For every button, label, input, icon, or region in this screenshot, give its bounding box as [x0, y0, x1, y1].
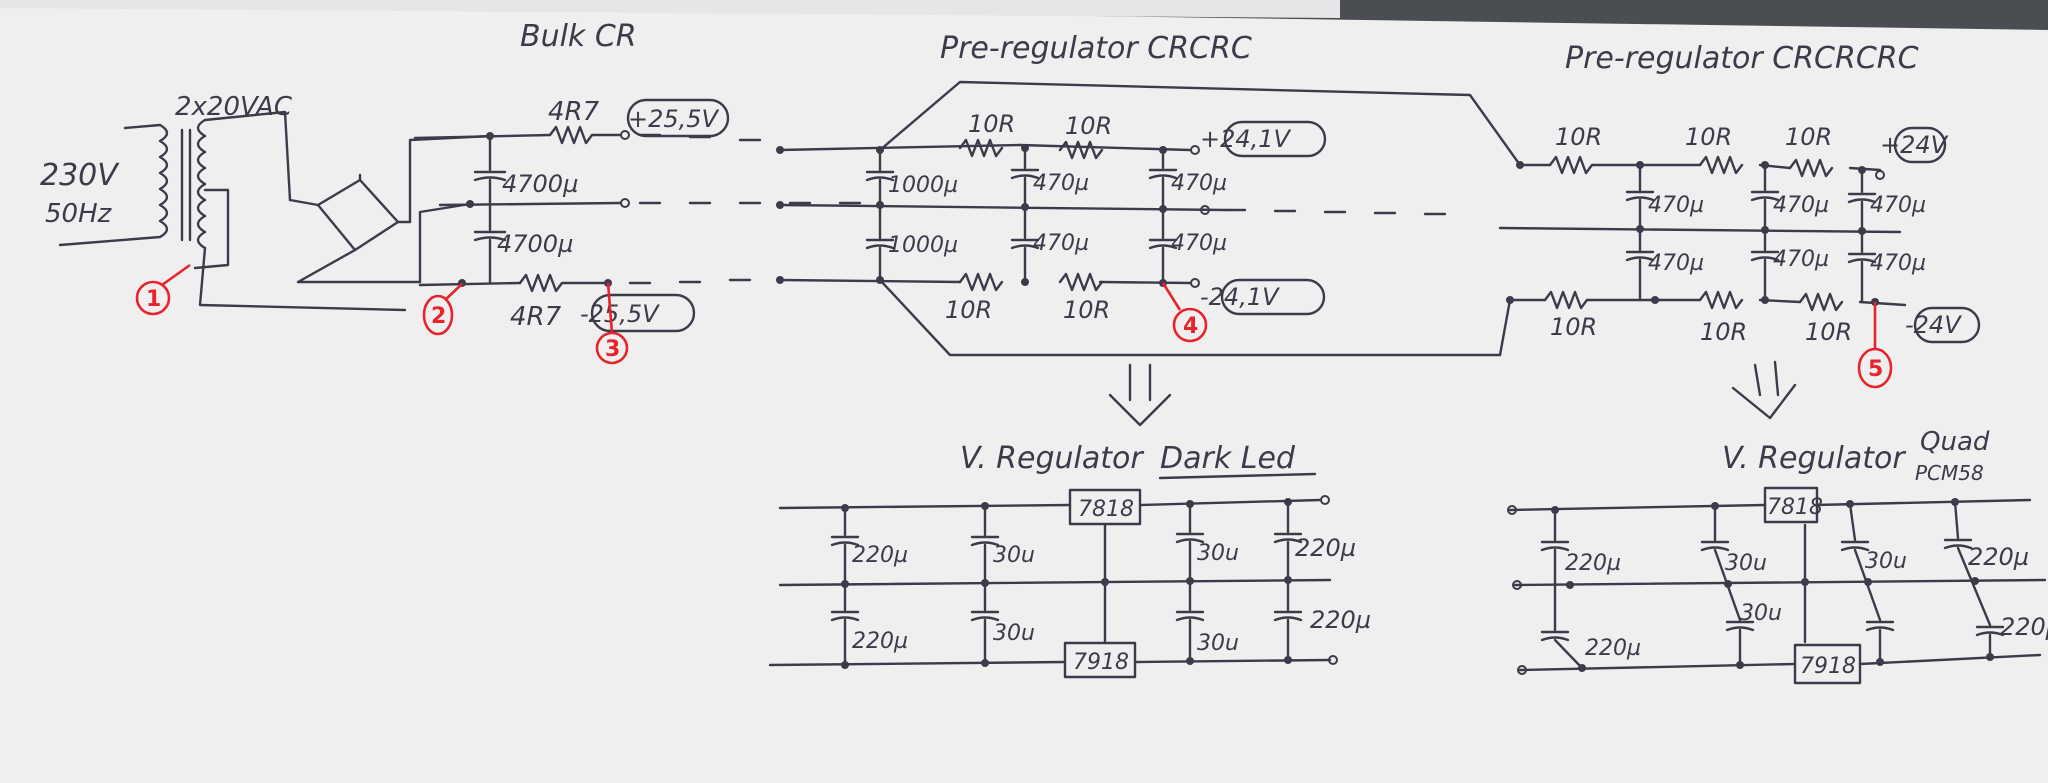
title-pre-regulator-2: Pre-regulator CRCRCRC — [1565, 41, 1919, 76]
pre1-v-neg: -24,1V — [1200, 283, 1280, 311]
svg-text:4: 4 — [1183, 314, 1198, 339]
title-vreg-2-name-a: Quad — [1920, 427, 1990, 457]
vreg2-cap-top-1: 220µ — [1565, 551, 1621, 576]
pre2-cap-top-2: 470µ — [1773, 193, 1829, 218]
svg-text:3: 3 — [605, 337, 620, 362]
title-vreg-1-name: Dark Led — [1160, 441, 1296, 476]
title-pre-regulator-1: Pre-regulator CRCRC — [940, 31, 1252, 66]
pre-regulator-2-stage — [1498, 155, 1907, 357]
pre1-cap-bottom-3: 470µ — [1171, 231, 1227, 256]
svg-text:5: 5 — [1868, 357, 1883, 382]
pre2-res-top-1: 10R — [1555, 123, 1602, 151]
pre2-res-top-3: 10R — [1785, 123, 1832, 151]
pre1-cap-top-1: 1000µ — [888, 173, 958, 198]
vreg2-pos-ic: 7818 — [1767, 495, 1823, 520]
bulk-cap-bottom: 4700µ — [497, 230, 573, 258]
paper-top-strip — [0, 0, 1340, 18]
marker-2: 2 — [422, 283, 463, 336]
vreg2-neg-ic: 7918 — [1800, 654, 1856, 679]
marker-5: 5 — [1857, 302, 1893, 389]
pre2-cap-bottom-3: 470µ — [1870, 251, 1926, 276]
pre1-v-pos-bubble — [1223, 120, 1327, 158]
pre2-cap-bottom-1: 470µ — [1648, 251, 1704, 276]
vreg1-cap-top-3: 30u — [1197, 541, 1239, 566]
vreg1-cap-bottom-1: 220µ — [852, 629, 908, 654]
pre1-cap-bottom-2: 470µ — [1033, 231, 1089, 256]
pre1-cap-top-2: 470µ — [1033, 171, 1089, 196]
pre1-cap-bottom-1: 1000µ — [888, 233, 958, 258]
marker-3: 3 — [595, 282, 629, 365]
pre2-v-pos-bubble — [1893, 126, 1947, 164]
pre2-v-neg: -24V — [1905, 311, 1962, 339]
bulk-v-pos-bubble — [626, 98, 730, 138]
bulk-v-pos: +25,5V — [628, 105, 720, 133]
down-arrow-2 — [1731, 360, 1797, 420]
bulk-cap-top: 4700µ — [502, 170, 578, 198]
vreg1-cap-bottom-4: 220µ — [1310, 606, 1371, 634]
pre2-res-bottom-2: 10R — [1700, 318, 1747, 346]
pre2-cap-top-3: 470µ — [1870, 193, 1926, 218]
vreg2-cap-top-4: 220µ — [1968, 543, 2029, 571]
bulk-v-neg-bubble — [590, 293, 696, 333]
title-vreg-1-prefix: V. Regulator — [960, 441, 1144, 476]
pre2-res-bottom-3: 10R — [1805, 318, 1852, 346]
pre2-cap-bottom-2: 470µ — [1773, 247, 1829, 272]
vreg1-cap-bottom-3: 30u — [1197, 631, 1239, 656]
vreg2-cap-top-2: 30u — [1725, 551, 1767, 576]
vreg1-cap-bottom-2: 30u — [993, 621, 1035, 646]
vreg2-cap-bottom-2: 30u — [1740, 601, 1782, 626]
pre1-v-neg-bubble — [1220, 278, 1326, 316]
vreg2-cap-top-3: 30u — [1865, 549, 1907, 574]
vreg1-pos-ic: 7818 — [1078, 497, 1134, 522]
vreg-2-stage — [1507, 486, 2047, 685]
vreg2-cap-bottom-3: 220µ — [2000, 613, 2048, 641]
title-vreg-2-name-b: PCM58 — [1915, 461, 1984, 485]
bulk-res-bottom: 4R7 — [510, 302, 562, 332]
pre1-cap-top-3: 470µ — [1171, 171, 1227, 196]
svg-text:1: 1 — [146, 287, 161, 312]
svg-text:2: 2 — [431, 304, 446, 329]
vreg1-cap-top-1: 220µ — [852, 543, 908, 568]
title-bulk-cr: Bulk CR — [520, 19, 637, 54]
transformer-symbol — [58, 110, 407, 312]
vreg1-cap-top-2: 30u — [993, 543, 1035, 568]
pre1-v-pos: +24,1V — [1200, 125, 1292, 153]
pre1-res-top-2: 10R — [1065, 112, 1112, 140]
pre2-v-neg-bubble — [1913, 306, 1981, 344]
pre1-res-bottom-1: 10R — [945, 296, 992, 324]
bulk-v-neg: -25,5V — [580, 300, 660, 328]
marker-1: 1 — [135, 263, 191, 316]
title-vreg-2-prefix: V. Regulator — [1722, 441, 1906, 476]
vreg1-neg-ic: 7918 — [1073, 650, 1129, 675]
bulk-res-top: 4R7 — [548, 97, 600, 127]
vreg-1-stage — [768, 488, 1338, 679]
label-primary-voltage: 230V — [40, 158, 120, 193]
vreg1-cap-top-4: 220µ — [1295, 534, 1356, 562]
vreg2-cap-bottom-1: 220µ — [1585, 636, 1641, 661]
pre2-res-bottom-1: 10R — [1550, 313, 1597, 341]
pre1-res-top-1: 10R — [968, 110, 1015, 138]
pre2-v-pos: +24V — [1880, 131, 1949, 159]
pre-regulator-1-stage — [776, 80, 1522, 357]
pre2-res-top-2: 10R — [1685, 123, 1732, 151]
underline-dark-led — [1158, 472, 1317, 480]
marker-4: 4 — [1161, 282, 1208, 343]
pre1-res-bottom-2: 10R — [1063, 296, 1110, 324]
label-primary-frequency: 50Hz — [45, 199, 113, 229]
down-arrow-1 — [1108, 363, 1172, 427]
pre2-cap-top-1: 470µ — [1648, 193, 1704, 218]
